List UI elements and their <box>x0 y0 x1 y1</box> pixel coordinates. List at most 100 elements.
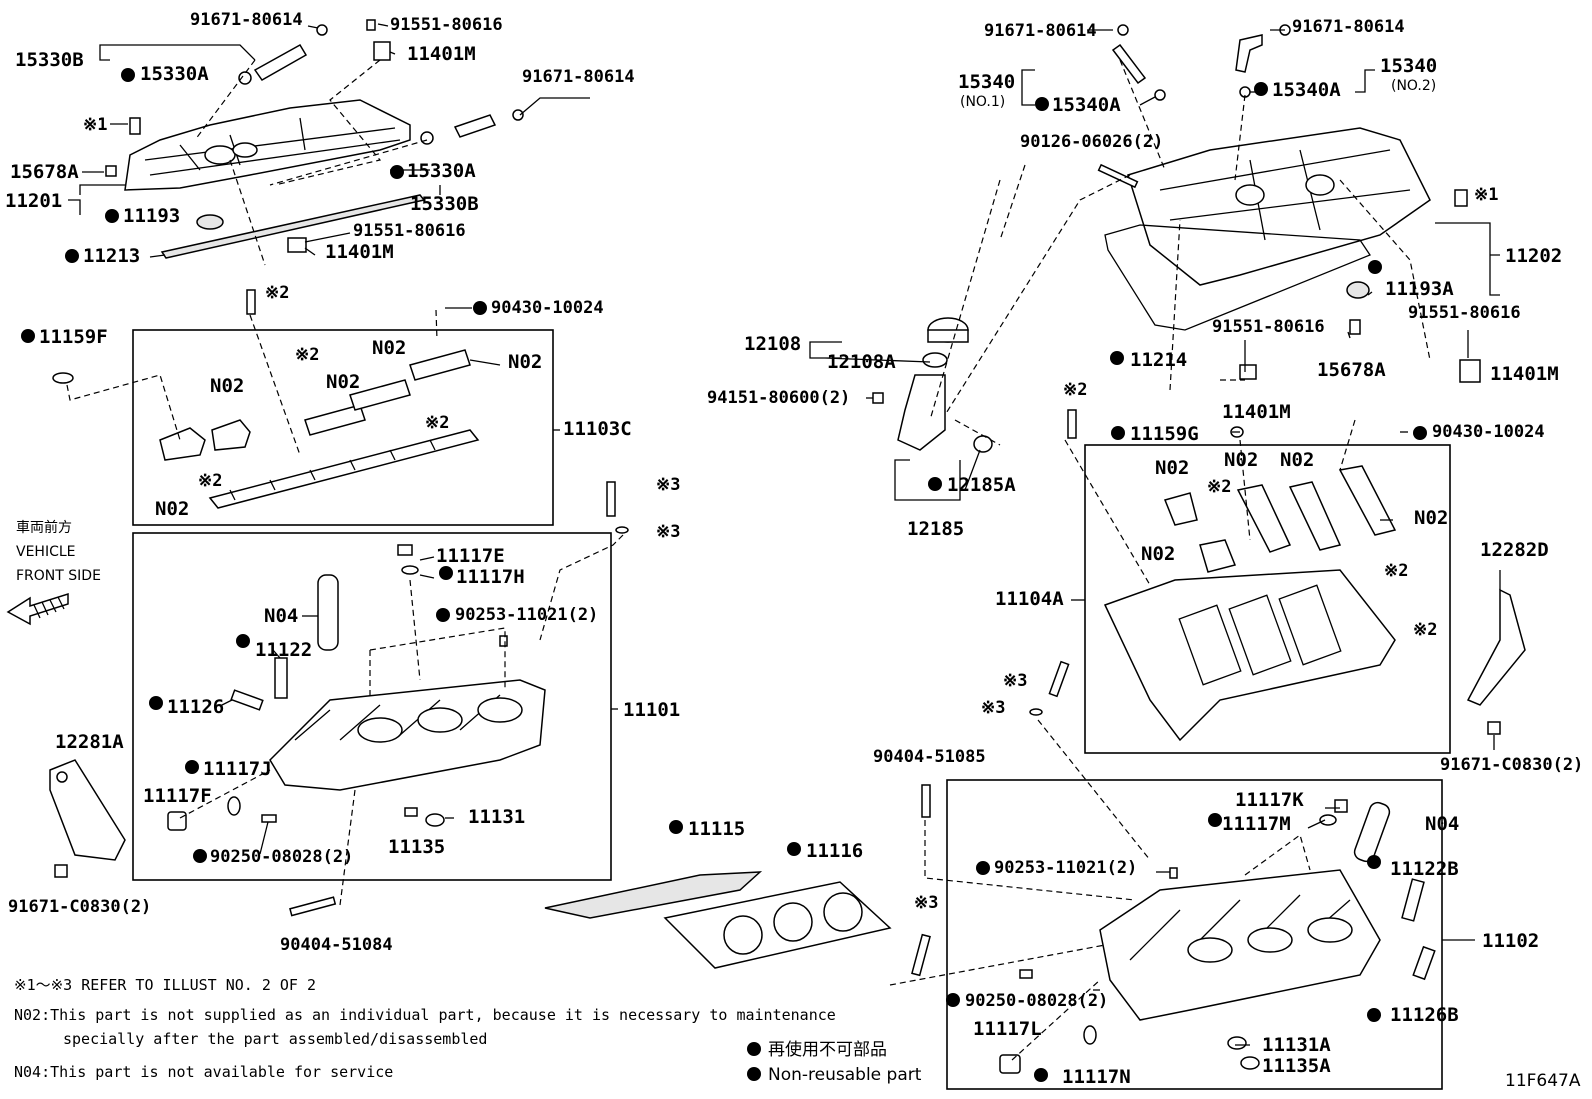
label-90404-51085: 90404-51085 <box>873 747 986 767</box>
label-90250-08028-a: 90250-08028(2) <box>210 847 353 867</box>
label-11122b: 11122B <box>1390 858 1459 880</box>
label-11401m-r2: 11401M <box>1490 363 1559 385</box>
label-90253-11021-b: 90253-11021(2) <box>994 858 1137 878</box>
label-11117k: 11117K <box>1235 789 1304 811</box>
label-ref3-b: ※3 <box>656 522 680 542</box>
label-91671-80614-b: 91671-80614 <box>522 67 635 87</box>
bearing-cap-n02-2 <box>211 419 251 451</box>
label-11117m: 11117M <box>1222 813 1291 835</box>
seal-11159f <box>52 372 74 384</box>
plug-11135a <box>1240 1056 1260 1070</box>
bracket-12282d <box>1466 588 1526 706</box>
head-gasket-11116 <box>663 881 892 969</box>
plug-11131a <box>1227 1036 1247 1050</box>
sensor-11401m-mid-right <box>1239 364 1257 380</box>
legend-jp: 再使用不可部品 <box>768 1039 887 1060</box>
direction-line1: VEHICLE <box>16 544 76 560</box>
bolt-ref2-right <box>1067 409 1077 439</box>
spark-plug-tube-n04-right <box>1353 801 1391 863</box>
label-11104a: 11104A <box>995 588 1064 610</box>
cam-housing-11103c <box>208 429 480 509</box>
label-11214: 11214 <box>1130 349 1187 371</box>
label-11117h: 11117H <box>456 566 525 588</box>
label-11131a: 11131A <box>1262 1034 1331 1056</box>
label-11122: 11122 <box>255 639 312 661</box>
gasket-11117n <box>1083 1025 1097 1045</box>
bolt-91671-c0830-left <box>54 864 68 878</box>
box-11104a <box>1084 444 1451 754</box>
bolt-91671-c0830-right <box>1487 721 1501 735</box>
bracket-12281a <box>49 759 126 861</box>
label-15330a-a: 15330A <box>140 63 209 85</box>
bearing-cap-n02-3 <box>304 404 366 436</box>
label-94151-80600: 94151-80600(2) <box>707 388 850 408</box>
label-11102: 11102 <box>1482 930 1539 952</box>
label-11117e: 11117E <box>436 545 505 567</box>
label-11126: 11126 <box>167 696 224 718</box>
label-90250-08028-b: 90250-08028(2) <box>965 991 1108 1011</box>
plug-11117k <box>1334 799 1348 813</box>
pin-90250-left <box>261 814 277 823</box>
direction-line2: FRONT SIDE <box>16 568 101 584</box>
label-ref3-d: ※3 <box>981 698 1005 718</box>
label-n02-e: N02 <box>155 498 189 520</box>
pin-90253-left <box>499 635 508 647</box>
label-90430-10024-a: 90430-10024 <box>491 298 604 318</box>
bearing-cap-n02-r3 <box>1288 481 1342 551</box>
label-12281a: 12281A <box>55 731 124 753</box>
label-11193a: 11193A <box>1385 278 1454 300</box>
bolt-15678a-left <box>105 165 117 177</box>
label-15330b-b: 15330B <box>410 193 479 215</box>
label-ref2-h: ※2 <box>1413 620 1437 640</box>
label-n02-b: N02 <box>326 371 360 393</box>
label-15330b-a: 15330B <box>15 49 84 71</box>
label-90430-10024-b: 90430-10024 <box>1432 422 1545 442</box>
bearing-cap-n02-4 <box>349 379 411 411</box>
label-11116: 11116 <box>806 840 863 862</box>
label-n04-b: N04 <box>1425 813 1459 835</box>
label-11202: 11202 <box>1505 245 1562 267</box>
note-n04: N04:This part is not available for servi… <box>14 1063 393 1081</box>
oil-filler-cap-12108 <box>927 317 969 343</box>
front-arrow-icon <box>6 592 69 626</box>
label-n02-r5: N02 <box>1141 543 1175 565</box>
label-91671-c0830-b: 91671-C0830(2) <box>1440 755 1583 775</box>
label-ref2-b: ※2 <box>295 345 319 365</box>
seal-11193 <box>196 214 224 230</box>
label-ref3-a: ※3 <box>656 475 680 495</box>
bearing-cap-n02-r5 <box>1199 539 1237 573</box>
legend-en: Non-reusable part <box>768 1065 922 1085</box>
label-90126-06026: 90126-06026(2) <box>1020 132 1163 152</box>
label-11117l: 11117L <box>973 1018 1042 1040</box>
label-11126b: 11126B <box>1390 1004 1459 1026</box>
bolt-15678a-right <box>1349 319 1361 335</box>
label-11117j: 11117J <box>203 758 272 780</box>
bolt-ref3-mid <box>1048 660 1070 698</box>
cylinder-head-11101 <box>269 679 546 791</box>
note-refer: ※1～※3 REFER TO ILLUST NO. 2 OF 2 <box>14 976 316 994</box>
label-11135a: 11135A <box>1262 1055 1331 1077</box>
label-12185a: 12185A <box>947 474 1016 496</box>
label-11131: 11131 <box>468 806 525 828</box>
gasket-11115 <box>544 871 763 919</box>
label-ref3-e: ※3 <box>914 893 938 913</box>
plug-11131 <box>425 813 445 827</box>
bolt-ref3-top <box>606 481 616 517</box>
label-15340-no1-sub: (NO.1) <box>960 94 1005 110</box>
bolt-ref1-left <box>129 117 141 135</box>
plug-11117l <box>999 1054 1021 1074</box>
label-91551-80616-a: 91551-80616 <box>390 15 503 35</box>
vvt-sensor-15330b-left <box>238 24 328 85</box>
label-ref2-g: ※2 <box>1384 561 1408 581</box>
label-91551-80616-r1: 91551-80616 <box>1212 317 1325 337</box>
label-11401m-b: 11401M <box>325 241 394 263</box>
label-11401m-a: 11401M <box>407 43 476 65</box>
sensor-11401m-lower-left <box>287 237 307 253</box>
seal-11193a <box>1346 281 1370 299</box>
label-ref1-b: ※1 <box>1474 185 1498 205</box>
bearing-cap-n02-r4 <box>1338 465 1397 536</box>
label-11159g: 11159G <box>1130 423 1199 445</box>
sensor-11401m-far-right <box>1459 359 1481 383</box>
washer-ref3-mid <box>1029 708 1043 716</box>
stud-90126 <box>1097 163 1139 189</box>
